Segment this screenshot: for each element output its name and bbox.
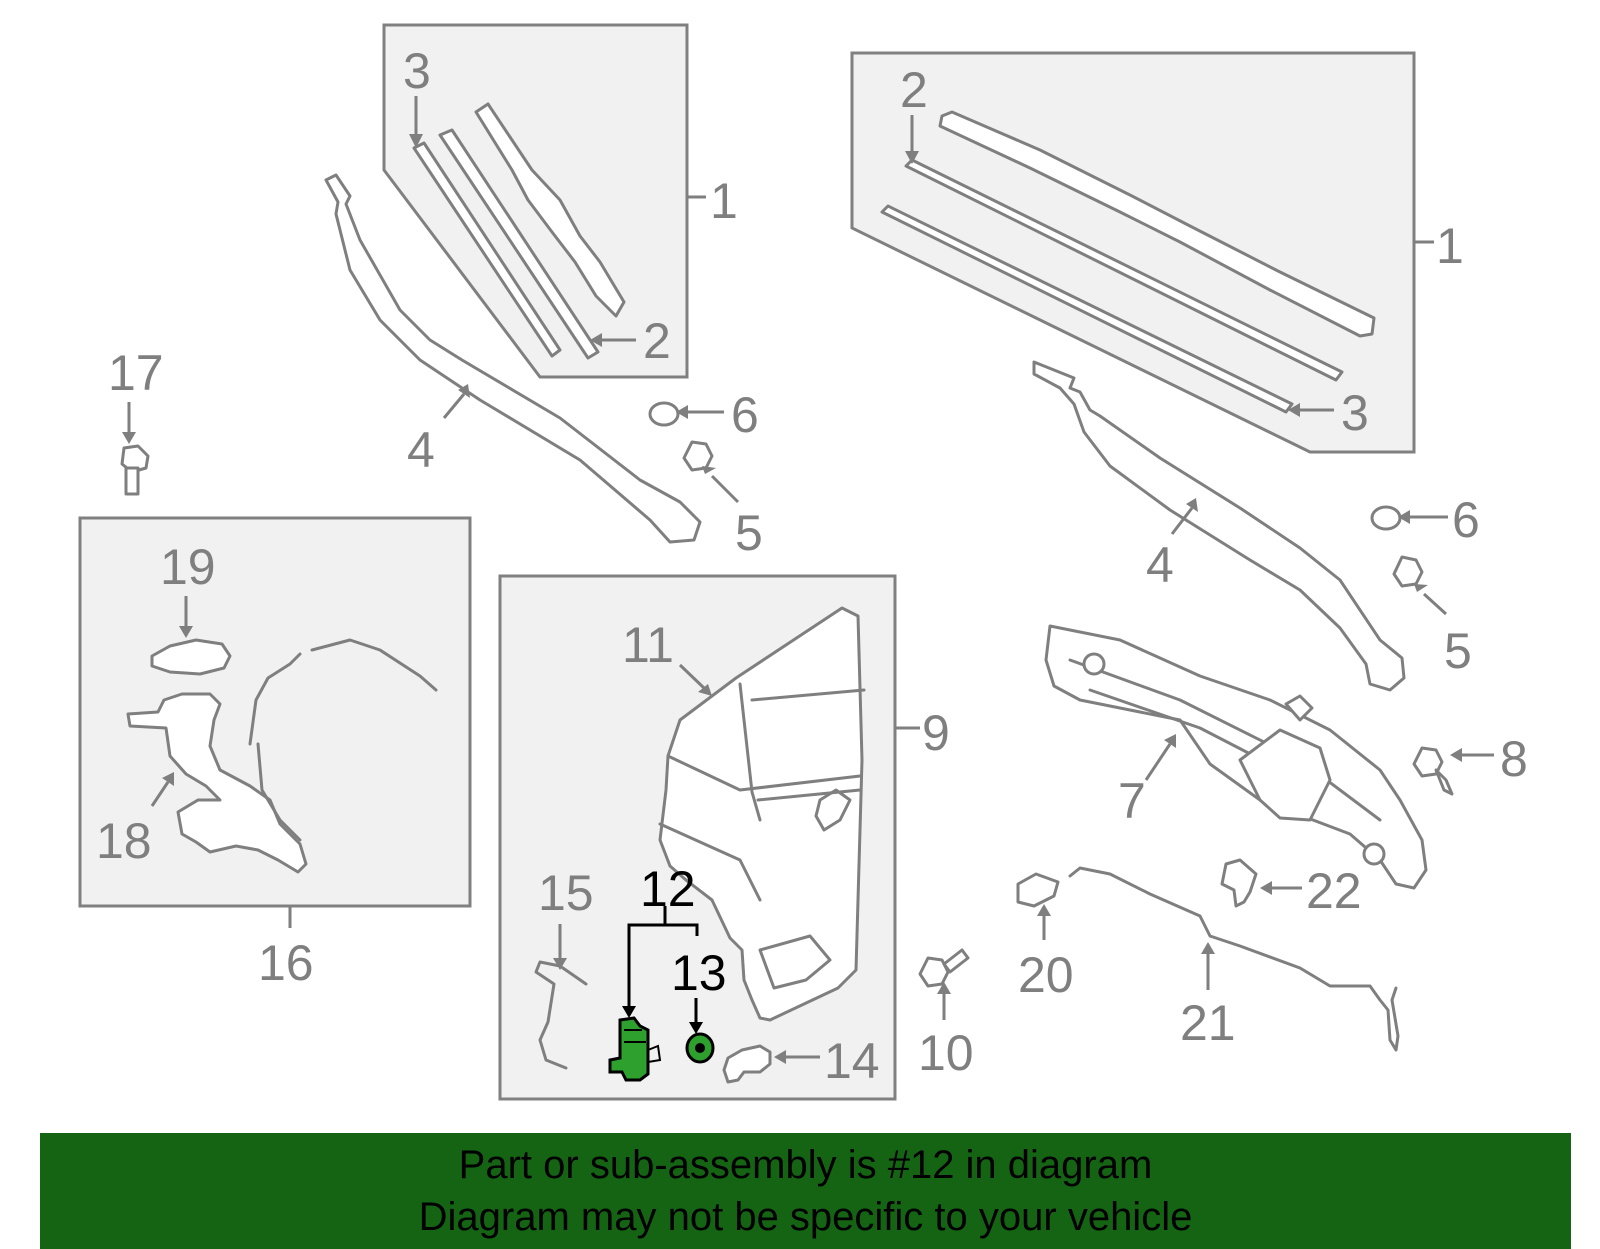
callout-6-right: 6 bbox=[1452, 492, 1480, 548]
callout-2-left: 2 bbox=[643, 313, 671, 369]
callout-15: 15 bbox=[538, 865, 594, 921]
hose-15[interactable] bbox=[534, 960, 588, 1070]
callout-5-left: 5 bbox=[735, 505, 763, 561]
callout-10: 10 bbox=[918, 1025, 974, 1081]
clip-22[interactable] bbox=[1220, 858, 1258, 908]
callout-3-left: 3 bbox=[403, 43, 431, 99]
leader-12-bracket bbox=[627, 923, 699, 1010]
washer-reservoir[interactable] bbox=[658, 606, 866, 1022]
wiper-linkage[interactable] bbox=[1044, 624, 1428, 890]
left-wiper-arm[interactable] bbox=[324, 173, 702, 544]
callout-17: 17 bbox=[108, 345, 164, 401]
callout-4-right: 4 bbox=[1146, 537, 1174, 593]
right-blade-group[interactable] bbox=[850, 51, 1416, 454]
left-blade-group[interactable] bbox=[382, 23, 689, 379]
callout-21: 21 bbox=[1180, 995, 1236, 1051]
callout-1-right: 1 bbox=[1436, 218, 1464, 274]
right-blade-assembly[interactable] bbox=[938, 110, 1376, 338]
callout-3-right: 3 bbox=[1341, 385, 1369, 441]
notice-banner: Part or sub-assembly is #12 in diagram D… bbox=[40, 1133, 1571, 1249]
right-wiper-arm[interactable] bbox=[1032, 360, 1406, 692]
bolt-17[interactable] bbox=[120, 444, 150, 496]
left-blade-assembly[interactable] bbox=[474, 102, 626, 318]
callout-5-right: 5 bbox=[1444, 623, 1472, 679]
right-cap[interactable] bbox=[1370, 505, 1402, 531]
callout-7: 7 bbox=[1118, 773, 1146, 829]
right-blade-strip-3[interactable] bbox=[880, 204, 1294, 414]
callout-2-right: 2 bbox=[900, 62, 928, 118]
notice-line-1: Part or sub-assembly is #12 in diagram bbox=[458, 1143, 1153, 1187]
bolt-8[interactable] bbox=[1412, 746, 1454, 796]
callout-1-left: 1 bbox=[710, 173, 738, 229]
callout-14: 14 bbox=[824, 1033, 880, 1089]
hose-21[interactable] bbox=[1068, 866, 1400, 1052]
callout-12: 12 bbox=[640, 861, 696, 917]
washer-pump-body bbox=[608, 1016, 650, 1082]
filler-hose bbox=[248, 638, 438, 842]
callout-6-left: 6 bbox=[731, 387, 759, 443]
callout-16: 16 bbox=[258, 935, 314, 991]
callout-8: 8 bbox=[1500, 731, 1528, 787]
level-sensor-14[interactable] bbox=[722, 1044, 772, 1084]
callout-22: 22 bbox=[1306, 863, 1362, 919]
left-nut[interactable] bbox=[682, 440, 714, 472]
callout-11: 11 bbox=[622, 617, 674, 673]
right-blade-group-box bbox=[850, 51, 1416, 454]
left-blade-strip-3[interactable] bbox=[412, 141, 562, 358]
right-blade-refill[interactable] bbox=[904, 158, 1344, 382]
callout-18: 18 bbox=[96, 813, 152, 869]
left-cap[interactable] bbox=[648, 401, 680, 427]
callout-13: 13 bbox=[671, 945, 727, 1001]
callout-19: 19 bbox=[160, 539, 216, 595]
washer-pump[interactable] bbox=[608, 1016, 662, 1082]
left-blade-refill[interactable] bbox=[438, 128, 600, 360]
callout-9: 9 bbox=[922, 705, 950, 761]
callout-20: 20 bbox=[1018, 947, 1074, 1003]
clip-20[interactable] bbox=[1016, 872, 1060, 908]
filler-neck[interactable] bbox=[126, 692, 308, 874]
right-nut[interactable] bbox=[1392, 555, 1424, 588]
notice-line-2: Diagram may not be specific to your vehi… bbox=[418, 1195, 1193, 1239]
callout-4-left: 4 bbox=[407, 422, 435, 478]
bolt-10[interactable] bbox=[918, 948, 970, 988]
filler-cap[interactable] bbox=[150, 638, 232, 676]
